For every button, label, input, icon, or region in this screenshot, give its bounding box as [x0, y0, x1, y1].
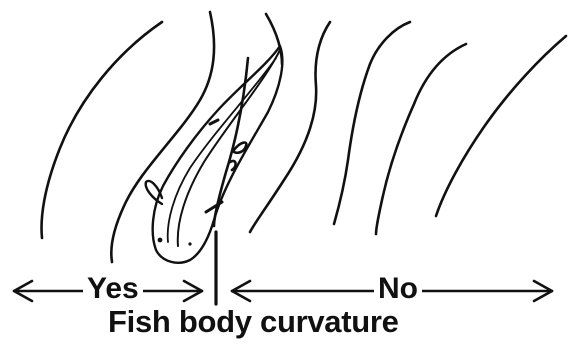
diagram-caption: Fish body curvature [108, 306, 399, 337]
left-streamlines [42, 12, 282, 262]
streamline [266, 14, 282, 64]
fish-upper-fin [210, 120, 218, 124]
no-label: No [374, 274, 422, 304]
fish-mouth-dot [188, 242, 191, 245]
streamline [42, 22, 162, 238]
streamline [376, 44, 466, 234]
streamline [334, 22, 410, 224]
right-streamlines [250, 22, 566, 234]
fish-outline [146, 46, 283, 263]
fish-lower-fin [206, 202, 222, 212]
fish-pectoral-fin [146, 181, 162, 204]
yes-label: Yes [83, 274, 143, 304]
streamline [250, 22, 330, 232]
fish-lateral-line [178, 50, 280, 246]
fish-side-fin [230, 161, 236, 170]
streamline [436, 36, 566, 216]
fish-eye [158, 238, 163, 243]
